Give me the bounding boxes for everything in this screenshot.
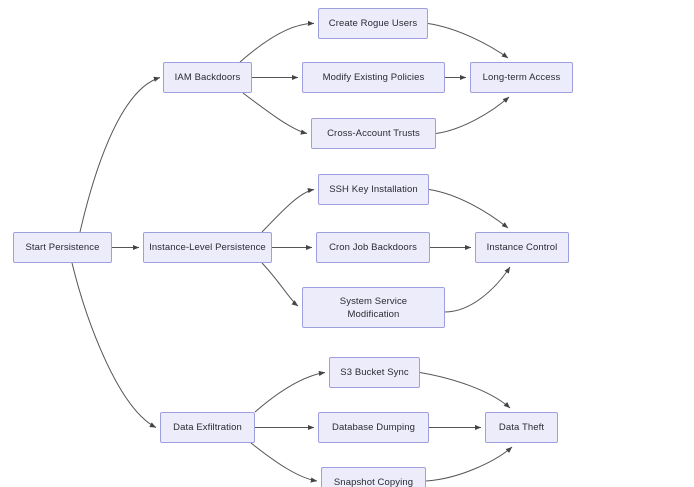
edge-cross_account-to-longterm <box>435 96 510 134</box>
node-label: Snapshot Copying <box>333 477 414 487</box>
node-label: S3 Bucket Sync <box>340 367 409 378</box>
node-exfil[interactable]: Data Exfiltration <box>160 412 255 443</box>
edge-rogue_users-to-longterm <box>427 23 509 59</box>
edge-snapshot-to-data_theft <box>425 446 513 482</box>
node-sys_service[interactable]: System Service Modification <box>302 287 445 328</box>
node-label: Data Exfiltration <box>173 422 242 433</box>
node-label: Instance Control <box>486 242 558 253</box>
edge-instance-to-ssh_key <box>261 188 315 233</box>
node-label: Cross-Account Trusts <box>327 128 420 139</box>
edge-sys_service-to-instance_ctrl <box>444 266 511 313</box>
edge-instance-to-sys_service <box>261 262 299 307</box>
node-longterm[interactable]: Long-term Access <box>470 62 573 93</box>
node-label: Long-term Access <box>482 72 561 83</box>
node-label: Database Dumping <box>332 422 415 433</box>
node-instance_ctrl[interactable]: Instance Control <box>475 232 569 263</box>
edge-s3_sync-to-data_theft <box>419 372 511 409</box>
node-rogue_users[interactable]: Create Rogue Users <box>318 8 428 39</box>
node-label: Instance-Level Persistence <box>149 242 266 253</box>
node-label: Create Rogue Users <box>328 18 418 29</box>
edge-ssh_key-to-instance_ctrl <box>428 189 509 229</box>
node-label: IAM Backdoors <box>174 72 241 83</box>
node-start[interactable]: Start Persistence <box>13 232 112 263</box>
node-label: Data Theft <box>498 422 545 433</box>
node-label: SSH Key Installation <box>329 184 418 195</box>
node-instance[interactable]: Instance-Level Persistence <box>143 232 272 263</box>
node-data_theft[interactable]: Data Theft <box>485 412 558 443</box>
node-cross_account[interactable]: Cross-Account Trusts <box>311 118 436 149</box>
edge-start-to-exfil <box>71 262 157 428</box>
edge-exfil-to-s3_sync <box>254 370 326 413</box>
edge-start-to-iam <box>79 76 161 233</box>
node-label: Modify Existing Policies <box>322 72 425 83</box>
node-ssh_key[interactable]: SSH Key Installation <box>318 174 429 205</box>
edge-exfil-to-snapshot <box>250 442 318 483</box>
node-db_dump[interactable]: Database Dumping <box>318 412 429 443</box>
edge-iam-to-rogue_users <box>239 20 315 63</box>
node-modify_policies[interactable]: Modify Existing Policies <box>302 62 445 93</box>
edge-iam-to-cross_account <box>242 92 308 135</box>
node-s3_sync[interactable]: S3 Bucket Sync <box>329 357 420 388</box>
node-snapshot[interactable]: Snapshot Copying <box>321 467 426 487</box>
node-label: System Service Modification <box>339 295 408 320</box>
node-iam[interactable]: IAM Backdoors <box>163 62 252 93</box>
node-cron_job[interactable]: Cron Job Backdoors <box>316 232 430 263</box>
node-label: Start Persistence <box>25 242 100 253</box>
node-label: Cron Job Backdoors <box>329 242 417 253</box>
